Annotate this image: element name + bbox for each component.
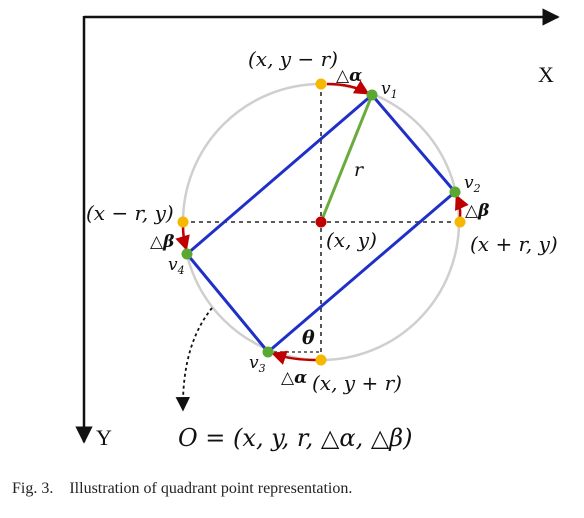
label-delta-beta-right: △β	[465, 201, 489, 221]
y-axis-label: Y	[96, 425, 112, 450]
label-delta-alpha-top: △α	[336, 66, 362, 86]
label-v4: v4	[168, 255, 185, 277]
vertex-v2	[449, 186, 461, 198]
quadrant-point-right	[454, 216, 466, 228]
caption-text: Illustration of quadrant point represent…	[69, 480, 353, 497]
center-point	[315, 216, 327, 228]
radius-label: r	[354, 159, 365, 181]
delta-beta-arrow-right	[455, 194, 469, 219]
quadrant-point-left	[177, 216, 189, 228]
quadrant-point-bottom	[315, 354, 327, 366]
quadrant-point-top	[315, 78, 327, 90]
label-delta-beta-left: △β	[150, 232, 174, 252]
radius-line	[319, 94, 374, 223]
label-right-point: (x + r, y)	[470, 232, 558, 256]
delta-alpha-arrow-bottom	[271, 350, 317, 365]
caption-label: Fig. 3.	[12, 480, 54, 497]
formula-pointer-arrow	[175, 307, 213, 412]
label-delta-alpha-bottom: △α	[281, 368, 307, 388]
vertex-v1	[366, 89, 378, 101]
label-v1: v1	[381, 79, 398, 101]
label-v3: v3	[249, 353, 266, 375]
label-left-point: (x − r, y)	[86, 201, 174, 225]
x-axis-label: X	[538, 62, 554, 87]
figure-caption: Fig. 3. Illustration of quadrant point re…	[12, 480, 572, 498]
label-v2: v2	[464, 173, 481, 195]
label-theta: θ	[302, 327, 315, 349]
formula: O = (x, y, r, △α, △β)	[178, 424, 413, 452]
vertex-v3	[262, 346, 274, 358]
vertex-v4	[181, 248, 193, 260]
delta-beta-arrow-left	[175, 225, 190, 251]
delta-alpha-arrow-top	[326, 80, 370, 95]
label-bottom-point: (x, y + r)	[312, 371, 402, 395]
quadrant-illustration: X Y r (x, y − r) (x + r, y) (x − r, y) (…	[75, 8, 560, 452]
label-center-point: (x, y)	[326, 228, 377, 252]
label-top-point: (x, y − r)	[248, 47, 338, 71]
